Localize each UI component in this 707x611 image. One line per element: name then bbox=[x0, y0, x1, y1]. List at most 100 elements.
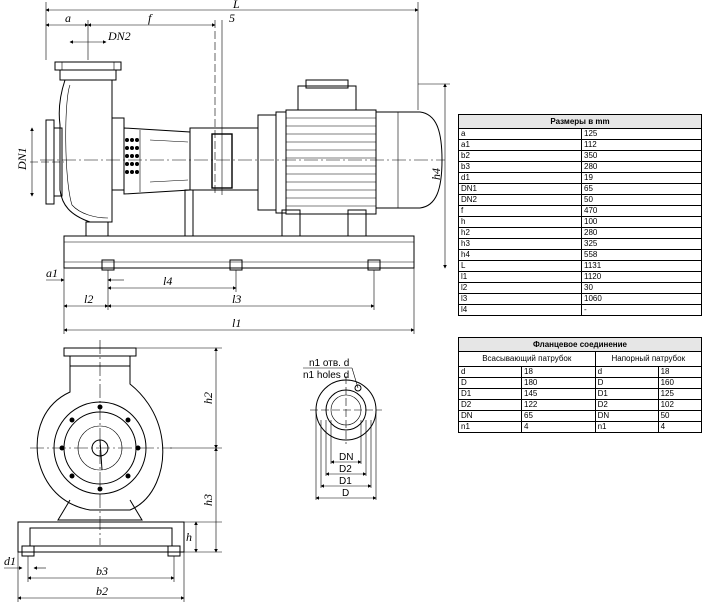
flange-table-title: Фланцевое соединение bbox=[458, 337, 702, 352]
dim-h: h bbox=[186, 530, 192, 544]
dim-h4: h4 bbox=[429, 168, 443, 180]
param-name: L bbox=[458, 260, 582, 272]
param-value: 280 bbox=[581, 161, 702, 173]
dim-l4: l4 bbox=[163, 274, 172, 288]
param-name: l2 bbox=[458, 282, 582, 294]
flange-param-value: 125 bbox=[657, 388, 703, 400]
flange-param-value: 180 bbox=[521, 377, 596, 389]
flange-param-name: d bbox=[594, 366, 659, 378]
param-value: 100 bbox=[581, 216, 702, 228]
flange-param-name: D1 bbox=[458, 388, 522, 400]
param-name: b2 bbox=[458, 150, 582, 162]
suction-header: Всасывающий патрубок bbox=[458, 351, 596, 367]
param-name: DN2 bbox=[458, 194, 582, 206]
flange-param-value: 4 bbox=[657, 421, 703, 433]
dim-b3: b3 bbox=[96, 564, 108, 578]
dim-a1: a1 bbox=[46, 266, 58, 280]
param-value: 325 bbox=[581, 238, 702, 250]
dim-b2: b2 bbox=[96, 584, 108, 598]
param-value: 19 bbox=[581, 172, 702, 184]
param-value: 30 bbox=[581, 282, 702, 294]
param-name: d1 bbox=[458, 172, 582, 184]
param-name: a1 bbox=[458, 139, 582, 151]
dim-l1: l1 bbox=[232, 316, 241, 330]
flange-param-name: D bbox=[458, 377, 522, 389]
flange-param-name: n1 bbox=[458, 421, 522, 433]
dim-f: f bbox=[148, 11, 153, 25]
flange-param-name: D bbox=[594, 377, 659, 389]
flange-param-name: D2 bbox=[594, 399, 659, 411]
dim-L: L bbox=[232, 0, 240, 11]
dim-5: 5 bbox=[229, 11, 235, 25]
dim-l3: l3 bbox=[232, 292, 241, 306]
flange-param-name: D2 bbox=[458, 399, 522, 411]
top-dimensions: L a f 5 DN2 bbox=[45, 0, 419, 195]
param-value: 280 bbox=[581, 227, 702, 239]
flange-param-value: 145 bbox=[521, 388, 596, 400]
param-value: 65 bbox=[581, 183, 702, 195]
dim-D1: D1 bbox=[339, 476, 352, 487]
flange-param-name: DN bbox=[458, 410, 522, 422]
base-dimensions: a1 l4 l2 l3 l1 bbox=[46, 266, 415, 334]
dim-d1: d1 bbox=[4, 554, 16, 568]
param-value: 470 bbox=[581, 205, 702, 217]
base-frame-side bbox=[63, 235, 415, 271]
dim-l2: l2 bbox=[84, 292, 93, 306]
param-name: b3 bbox=[458, 161, 582, 173]
flange-param-value: 160 bbox=[657, 377, 703, 389]
param-value: 1131 bbox=[581, 260, 702, 272]
dim-DN2: DN2 bbox=[107, 29, 131, 43]
flange-param-name: D1 bbox=[594, 388, 659, 400]
param-value: 1120 bbox=[581, 271, 702, 283]
param-value: 50 bbox=[581, 194, 702, 206]
param-name: l4 bbox=[458, 304, 582, 316]
dim-DN: DN bbox=[339, 452, 353, 463]
flange-param-value: 65 bbox=[521, 410, 596, 422]
flange-detail: n1 отв. d n1 holes d DN D2 D1 D bbox=[303, 358, 382, 500]
param-name: l1 bbox=[458, 271, 582, 283]
flange-param-value: 18 bbox=[657, 366, 703, 378]
param-name: DN1 bbox=[458, 183, 582, 195]
dim-h3: h3 bbox=[201, 494, 215, 506]
dim-h2: h2 bbox=[201, 392, 215, 404]
pump-side-view: DN1 bbox=[15, 61, 450, 269]
flange-param-value: 50 bbox=[657, 410, 703, 422]
flange-param-value: 4 bbox=[521, 421, 596, 433]
pump-front-view: h2 h3 h d1 b3 b2 bbox=[4, 340, 222, 602]
table-row: l4- bbox=[458, 304, 702, 316]
param-name: a bbox=[458, 128, 582, 140]
dim-D2: D2 bbox=[339, 464, 352, 475]
param-name: l3 bbox=[458, 293, 582, 305]
param-value: 350 bbox=[581, 150, 702, 162]
flange-param-value: 102 bbox=[657, 399, 703, 411]
param-value: 125 bbox=[581, 128, 702, 140]
param-value: - bbox=[581, 304, 702, 316]
discharge-header: Напорный патрубок bbox=[594, 351, 703, 367]
flange-param-name: d bbox=[458, 366, 522, 378]
param-name: h3 bbox=[458, 238, 582, 250]
param-name: f bbox=[458, 205, 582, 217]
dim-DN1: DN1 bbox=[15, 147, 29, 171]
param-value: 1060 bbox=[581, 293, 702, 305]
flange-param-name: n1 bbox=[594, 421, 659, 433]
